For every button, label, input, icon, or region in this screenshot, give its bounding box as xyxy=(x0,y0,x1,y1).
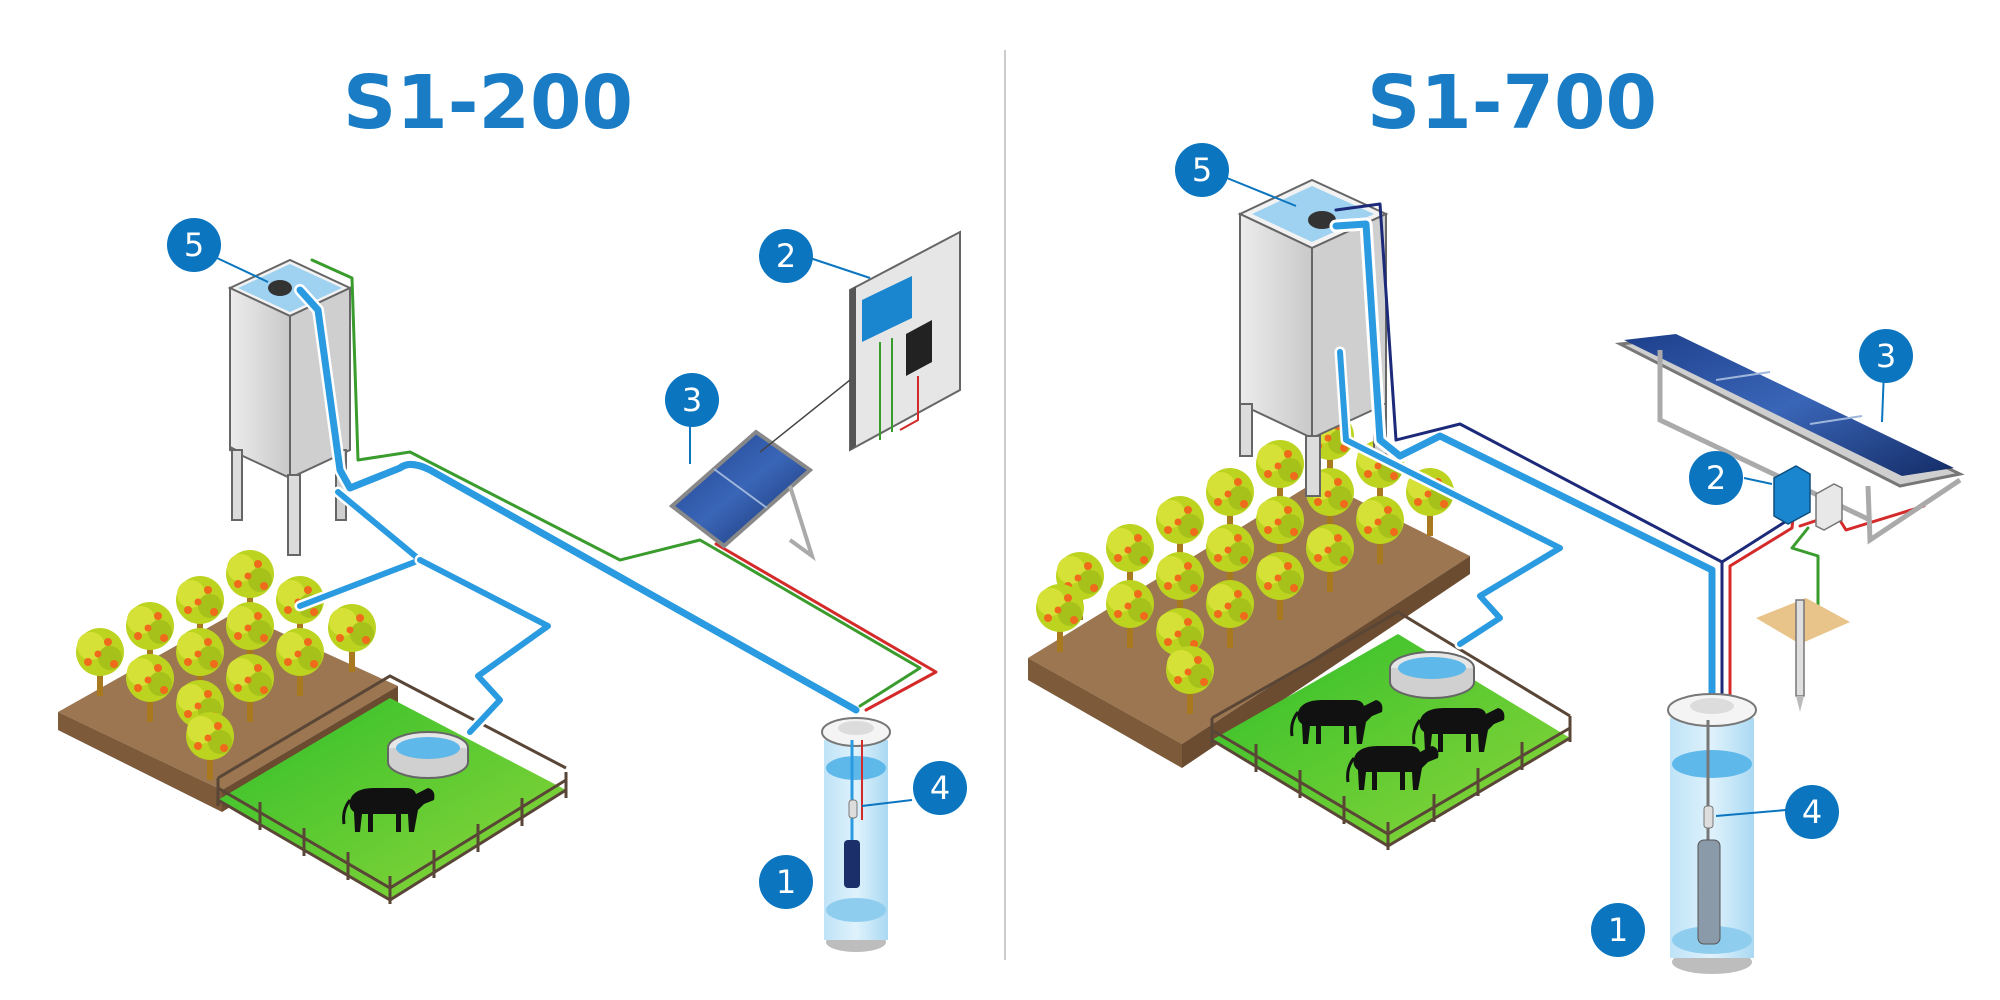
badge-5: 5 xyxy=(1175,143,1229,197)
water-pipes xyxy=(1329,217,1719,713)
panel-s1-200: S1-200 xyxy=(58,60,967,952)
panel-title: S1-700 xyxy=(1367,60,1657,146)
badge-label: 1 xyxy=(1608,911,1628,949)
submersible-pump xyxy=(844,840,860,888)
water-pipes xyxy=(294,284,862,738)
level-sensor xyxy=(848,799,858,819)
solar-panel xyxy=(1614,334,1965,545)
badge-1: 1 xyxy=(1591,903,1645,957)
power-cable xyxy=(714,542,938,712)
ground-stake xyxy=(1756,598,1850,712)
badge-label: 3 xyxy=(682,381,702,419)
badge-2: 2 xyxy=(1689,451,1743,505)
controller-box xyxy=(1773,465,1843,531)
panel-title: S1-200 xyxy=(343,60,633,146)
well xyxy=(1667,693,1757,974)
badge-label: 3 xyxy=(1876,337,1896,375)
submersible-pump xyxy=(1697,839,1721,945)
disconnect-switch xyxy=(1815,483,1843,531)
well xyxy=(821,717,891,952)
badge-3: 3 xyxy=(665,373,719,427)
badge-4: 4 xyxy=(1785,785,1839,839)
badge-label: 4 xyxy=(930,769,950,807)
badge-label: 1 xyxy=(776,863,796,901)
water-trough xyxy=(387,731,469,779)
control-cable xyxy=(310,258,922,708)
badge-label: 5 xyxy=(1192,151,1212,189)
fence xyxy=(216,674,568,904)
badge-3: 3 xyxy=(1859,329,1913,383)
badge-5: 5 xyxy=(167,218,221,272)
panel-s1-700: S1-700 xyxy=(1028,60,1965,974)
badge-label: 2 xyxy=(776,237,796,275)
fence xyxy=(1210,610,1572,850)
water-trough xyxy=(1389,651,1475,699)
badge-label: 4 xyxy=(1802,793,1822,831)
badge-label: 2 xyxy=(1706,459,1726,497)
ground-cable xyxy=(1790,526,1820,612)
badge-1: 1 xyxy=(759,855,813,909)
badge-4: 4 xyxy=(913,761,967,815)
badge-2: 2 xyxy=(759,229,813,283)
level-sensor xyxy=(1703,805,1714,829)
float-switch xyxy=(1308,211,1336,229)
badge-label: 5 xyxy=(184,226,204,264)
controller-panel xyxy=(759,230,961,453)
float-switch xyxy=(268,280,292,296)
solar-panel xyxy=(668,429,816,562)
